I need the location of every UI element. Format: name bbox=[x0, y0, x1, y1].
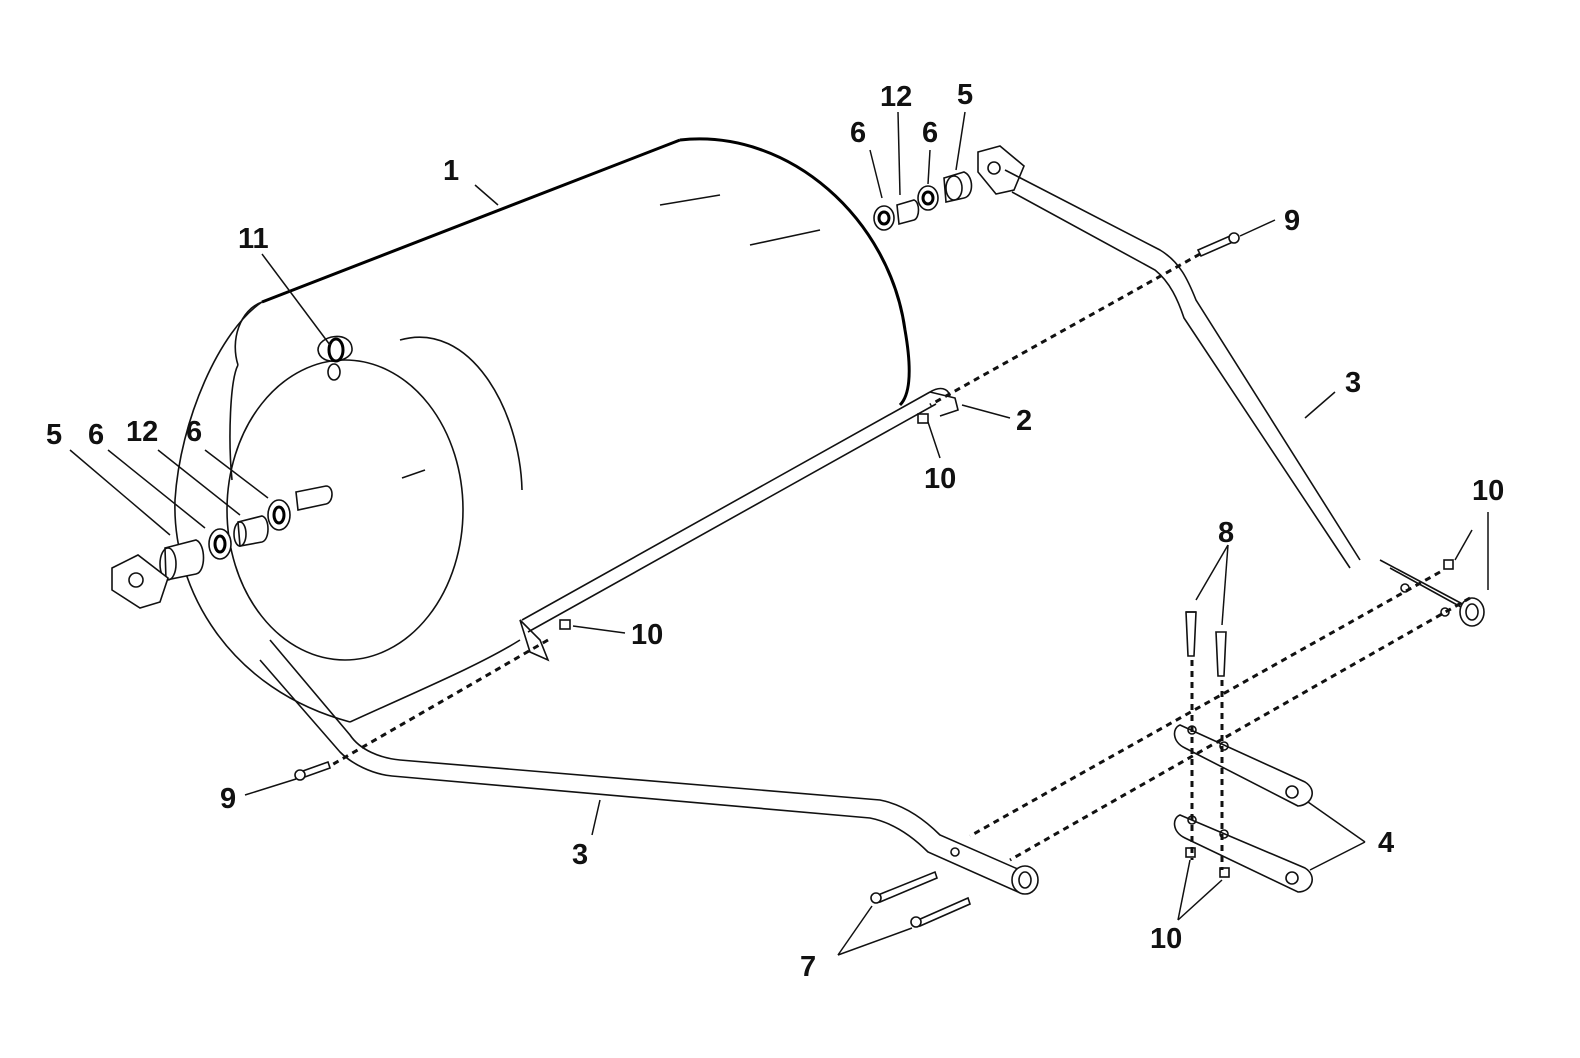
bolt-7-lower bbox=[910, 896, 971, 928]
callout-3-left: 3 bbox=[572, 839, 588, 871]
callout-6-left-inner: 6 bbox=[186, 416, 202, 448]
left-axle-stack bbox=[159, 485, 333, 581]
callout-8: 8 bbox=[1218, 517, 1234, 549]
callout-12-left: 12 bbox=[126, 416, 158, 448]
bolt-8-right bbox=[1215, 631, 1227, 677]
callout-12-right: 12 bbox=[880, 81, 912, 113]
bolt-9-left bbox=[294, 760, 332, 781]
leader-lines bbox=[69, 111, 1489, 956]
bolt-8-left bbox=[1185, 611, 1197, 657]
callout-4: 4 bbox=[1378, 827, 1394, 859]
nuts-10 bbox=[559, 413, 1454, 878]
tow-plate-upper bbox=[1173, 724, 1313, 807]
scraper-bar bbox=[519, 387, 959, 662]
bolt-7-upper bbox=[870, 870, 938, 904]
right-handle-end bbox=[1379, 559, 1485, 627]
callout-6-left-outer: 6 bbox=[88, 419, 104, 451]
callout-10-scraper-left: 10 bbox=[631, 619, 663, 651]
callout-6-right-outer: 6 bbox=[850, 117, 866, 149]
callout-7: 7 bbox=[800, 951, 816, 983]
callout-2: 2 bbox=[1016, 405, 1032, 437]
callout-11: 11 bbox=[238, 223, 269, 255]
callout-9-right: 9 bbox=[1284, 205, 1300, 237]
callout-10-tow-plate: 10 bbox=[1150, 923, 1182, 955]
callout-5-right: 5 bbox=[957, 79, 973, 111]
left-handle-arm bbox=[259, 639, 1039, 895]
callout-10-scraper-right: 10 bbox=[924, 463, 956, 495]
right-bracket-plate bbox=[977, 145, 1025, 195]
callout-9-left: 9 bbox=[220, 783, 236, 815]
callouts: 1 2 3 3 4 5 5 6 6 6 6 7 8 9 9 10 10 10 1… bbox=[46, 79, 1504, 983]
bolt-9-right bbox=[1196, 232, 1240, 258]
assembly-lines bbox=[329, 252, 1471, 870]
callout-10-handle: 10 bbox=[1472, 475, 1504, 507]
callout-1: 1 bbox=[443, 155, 459, 187]
callout-6-right-inner: 6 bbox=[922, 117, 938, 149]
callout-5-left: 5 bbox=[46, 419, 62, 451]
roller-drum bbox=[174, 137, 911, 723]
right-axle-stack bbox=[873, 171, 973, 231]
callout-3-right: 3 bbox=[1345, 367, 1361, 399]
fill-plug bbox=[317, 335, 353, 381]
left-bracket-plate bbox=[111, 554, 169, 609]
